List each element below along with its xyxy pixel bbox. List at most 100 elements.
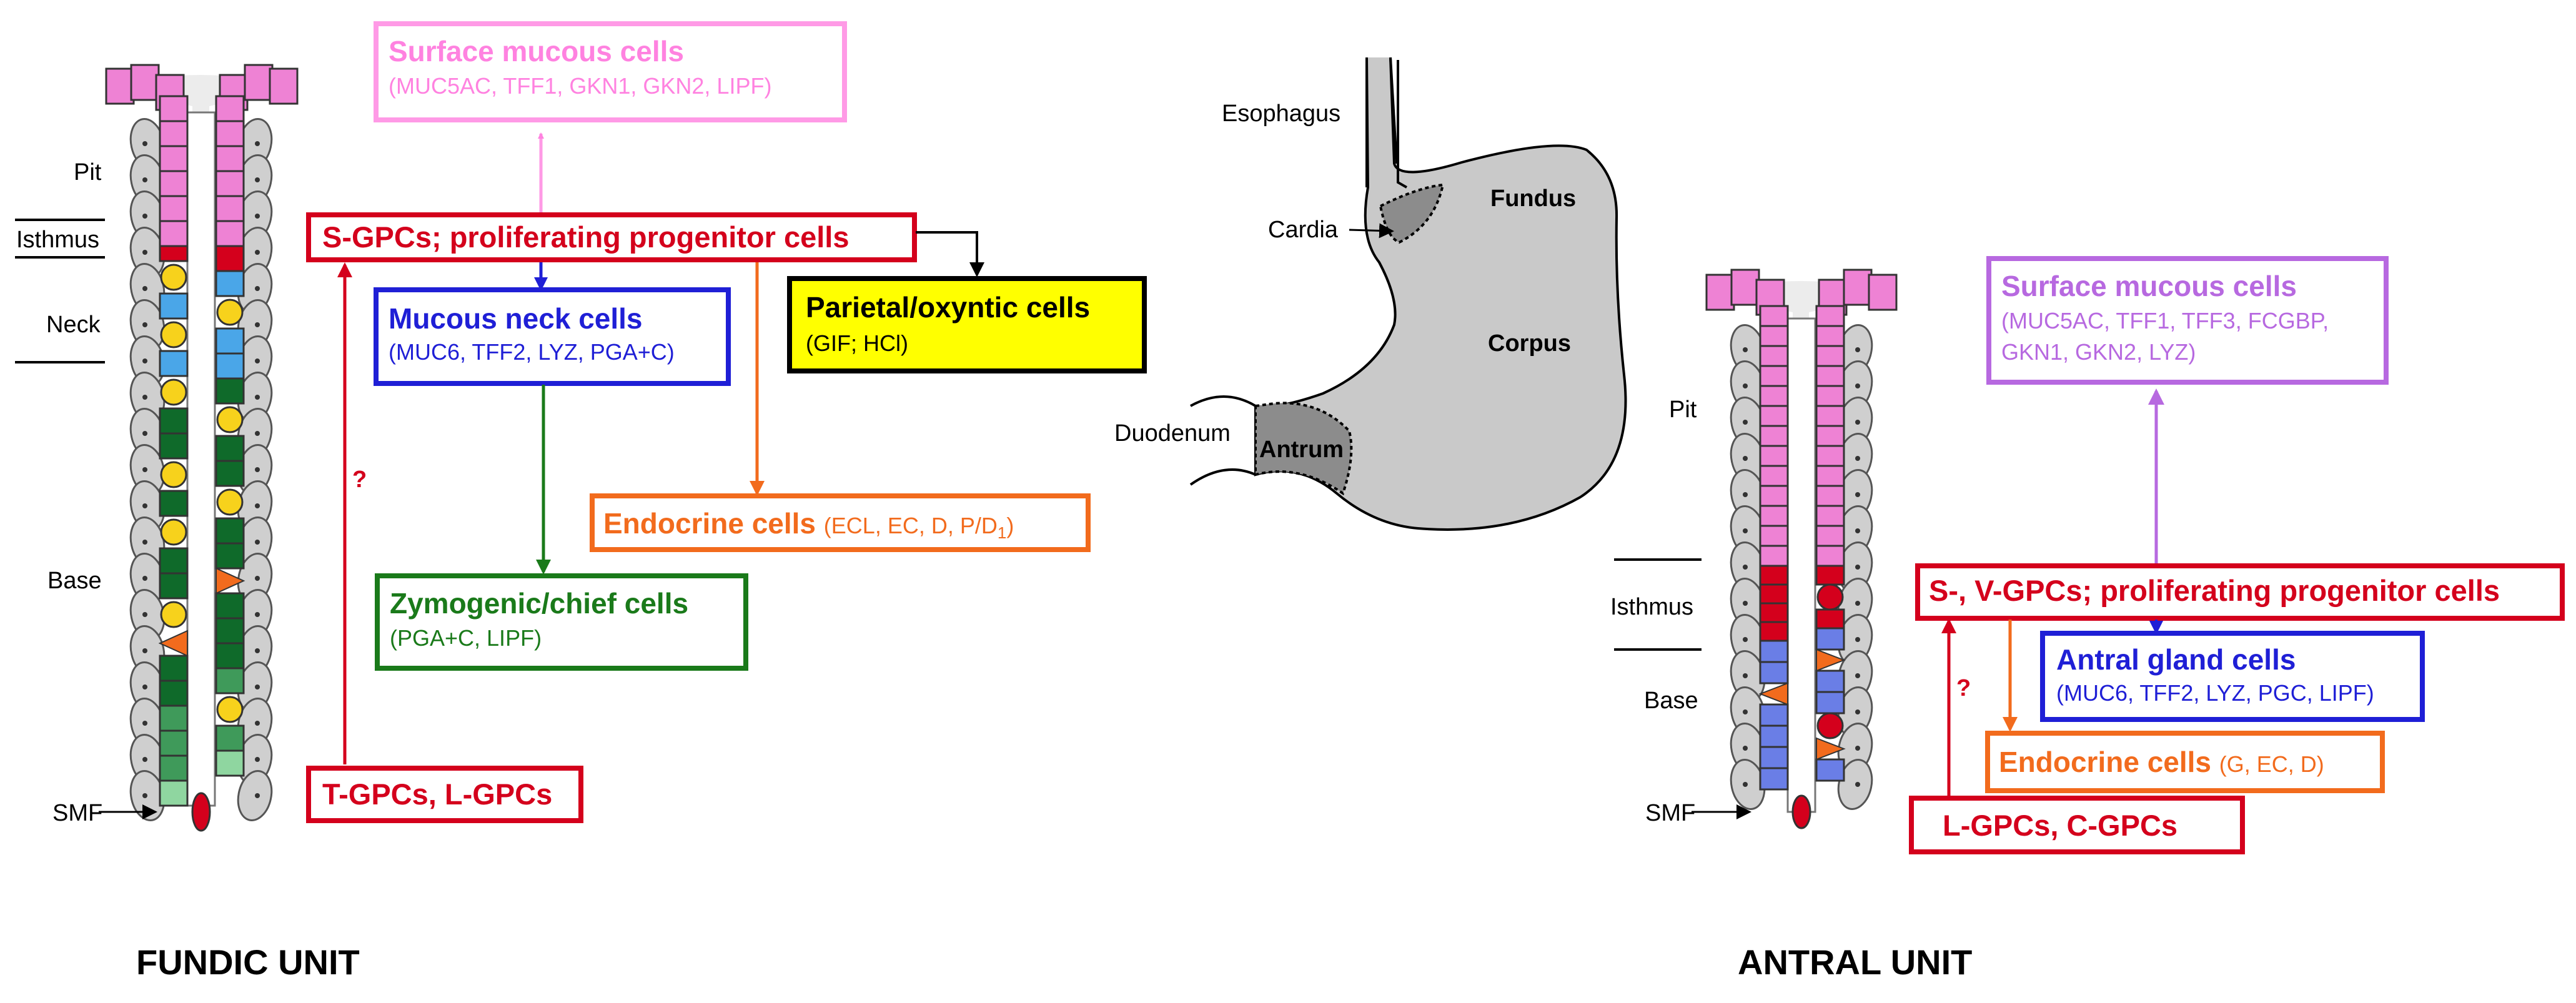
esophagus-right [1389,57,1398,164]
fundic-stromal-nucleus [255,540,260,545]
antral-endocrine-markers: (G, EC, D) [2219,751,2324,777]
antral-left-cell [1759,325,1789,347]
antral-stromal-nucleus [1743,601,1748,606]
fundic-endocrine-sub: 1 [998,523,1006,542]
antral-right-cell [1815,445,1845,467]
fundic-stromal-nucleus [142,322,147,327]
fundic-tgpc-title: T-GPCs, L-GPCs [322,778,552,811]
fundic-right-cell [215,327,245,355]
fundic-stromal-nucleus [142,721,147,726]
antral-base-stem-cell [1791,794,1811,829]
antral-stromal-nucleus [1855,528,1860,533]
fundic-right-cell [215,170,245,197]
fundic-left-cell [159,220,189,247]
fundic-right-cell [215,592,245,620]
antral-left-cell [1758,682,1788,706]
fundic-zone-base: Base [47,568,102,594]
antral-stromal-nucleus [1855,601,1860,606]
antral-stromal-nucleus [1743,347,1748,352]
antral-lgpc-box: L-GPCs, C-GPCs [1909,796,2245,854]
antral-left-cell [1759,525,1789,547]
antral-left-cell [1759,724,1789,748]
antral-right-cell [1815,545,1845,567]
fundic-stromal-nucleus [142,177,147,182]
fundic-surface-title: Surface mucous cells [389,35,684,67]
fundic-stromal-nucleus [142,757,147,762]
fundic-neck-markers: (MUC6, TFF2, LYZ, PGA+C) [389,339,675,365]
fundic-left-cell [159,350,189,377]
fundic-top-cell [105,67,135,105]
antral-stromal-nucleus [1855,709,1860,714]
fundic-left-cell [160,601,187,628]
antral-gland-box: Antral gland cells (MUC6, TFF2, LYZ, PGC… [2040,631,2425,722]
fundic-left-cell [160,378,187,406]
antral-left-cell [1759,405,1789,427]
fundic-left-cell [159,679,189,707]
fundic-stromal-nucleus [255,503,260,508]
antral-zone-isthmus: Isthmus [1610,594,1693,620]
antral-stromal-nucleus [1743,709,1748,714]
antral-zone-pit: Pit [1669,397,1697,423]
stomach-label-esophagus: Esophagus [1222,101,1340,127]
stomach-inner-curvature [1397,60,1407,189]
fundic-stromal-nucleus [255,358,260,363]
fundic-left-cell [159,572,189,600]
antral-stromal-nucleus [1855,637,1860,642]
fundic-right-cell [216,406,244,433]
fundic-right-cell [215,270,245,297]
stomach-illustration [1189,57,1627,531]
antral-right-cell [1815,525,1845,547]
antral-stromal-cells [1730,324,1873,810]
antral-right-cell [1815,627,1845,651]
antral-gland-title: Antral gland cells [2056,643,2296,676]
fundic-left-cell [159,95,189,122]
antral-left-cell [1759,545,1789,567]
fundic-base-stem-cell [191,792,211,832]
fundic-stromal-nucleus [255,395,260,400]
fundic-stromal-nucleus [142,540,147,545]
fundic-left-cell [159,407,189,435]
antral-stromal-nucleus [1743,528,1748,533]
antral-left-cell [1759,602,1789,623]
antral-progenitor-title: S-, V-GPCs; proliferating progenitor cel… [1929,574,2500,607]
fundic-right-cell [215,460,245,487]
fundic-left-cell [159,245,189,262]
fundic-zone-pit: Pit [74,159,102,185]
antral-surface-markers-1: (MUC5AC, TFF1, TFF3, FCGBP, [2001,308,2329,334]
antral-left-cell [1759,385,1789,407]
fundic-stromal-nucleus [255,250,260,255]
fundic-stromal-nucleus [255,467,260,472]
fundic-unit-label: FUNDIC UNIT [136,942,360,982]
fundic-left-cell [159,292,189,320]
antral-right-cell [1816,737,1846,761]
fundic-endocrine-title: Endocrine cells [603,507,816,540]
fundic-lumen-channel [186,111,216,807]
antral-right-cell [1815,405,1845,427]
fundic-tgpc-box: T-GPCs, L-GPCs [306,766,583,823]
antral-top-cell [1868,274,1898,311]
antral-right-cell [1815,669,1845,693]
antral-stromal-nucleus [1743,383,1748,388]
fundic-stromal-nucleus [142,503,147,508]
antral-stromal-nucleus [1743,420,1748,425]
fundic-left-cell [160,321,187,348]
antral-stromal-nucleus [1855,492,1860,497]
antral-left-cell [1759,425,1789,447]
antral-right-cell [1815,425,1845,447]
antral-endocrine-box: Endocrine cells (G, EC, D) [1985,731,2385,793]
fundic-parietal-title: Parietal/oxyntic cells [806,291,1090,324]
fundic-right-cell [215,120,245,147]
antral-top-cell [1705,274,1735,311]
fundic-neck-title: Mucous neck cells [389,302,643,335]
antral-left-cell [1759,703,1789,727]
antral-right-cell [1815,345,1845,367]
fundic-left-cell [160,518,187,546]
fundic-chief-title: Zymogenic/chief cells [390,587,688,620]
antral-left-cell [1759,746,1789,769]
antral-question-mark: ? [1956,675,1971,701]
antral-left-cell [1759,565,1789,586]
antral-right-cell [1815,385,1845,407]
fundic-right-cell [215,352,245,380]
fundic-stromal-nucleus [142,395,147,400]
